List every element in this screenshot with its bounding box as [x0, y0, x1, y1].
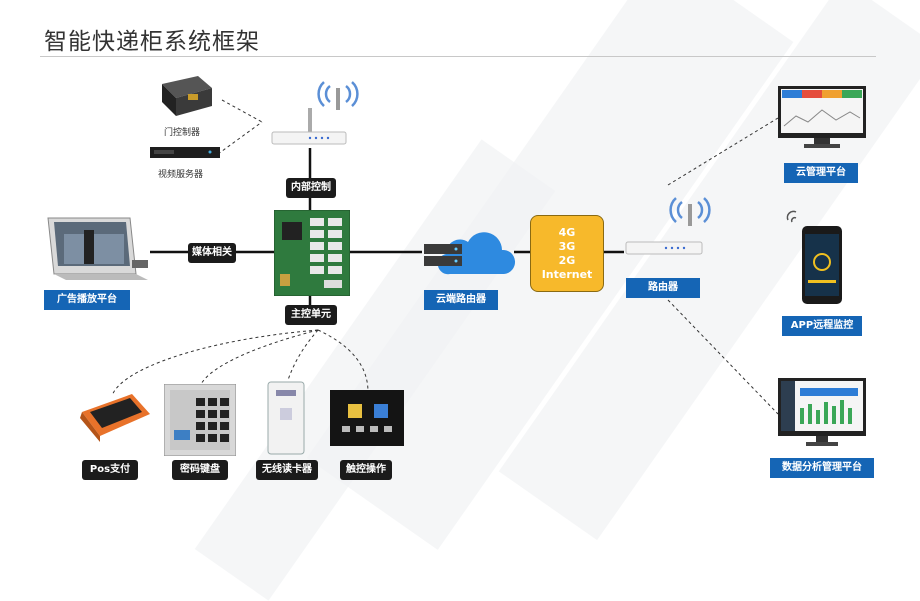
router-label: 路由器	[626, 278, 700, 298]
network-4g: 4G	[558, 225, 576, 239]
cloud-platform-label: 云管理平台	[784, 163, 858, 183]
data-monitor-icon	[778, 378, 866, 446]
pos-label: Pos支付	[82, 460, 138, 480]
video-server-label: 视频服务器	[158, 170, 204, 180]
title-divider	[40, 56, 876, 57]
wifi-icon	[317, 81, 359, 110]
network-3g: 3G	[558, 239, 576, 253]
keypad-label: 密码键盘	[172, 460, 228, 480]
main-control-label: 主控单元	[285, 305, 337, 325]
door-controller-icon	[162, 76, 212, 116]
cloud-router-label: 云端路由器	[424, 290, 498, 310]
card-reader-label: 无线读卡器	[256, 460, 318, 480]
circuit-board-icon	[274, 210, 350, 296]
data-platform-label: 数据分析管理平台	[770, 458, 874, 478]
pos-terminal-icon	[80, 394, 150, 442]
monitor-icon	[778, 86, 866, 148]
touch-label: 触控操作	[340, 460, 392, 480]
door-controller-label: 门控制器	[164, 128, 201, 138]
tablet-icon	[47, 217, 148, 280]
app-monitor-label: APP远程监控	[782, 316, 862, 336]
ad-platform-label: 广告播放平台	[44, 290, 130, 310]
internal-control-label: 内部控制	[286, 178, 336, 198]
cloud-icon	[424, 232, 516, 275]
router-icon	[271, 108, 347, 145]
video-server-icon	[150, 147, 220, 158]
card-reader-icon	[267, 381, 305, 455]
network-internet: Internet	[541, 267, 593, 281]
media-label: 媒体相关	[188, 243, 236, 263]
router-icon-right	[625, 241, 703, 255]
wifi-icon-right	[669, 197, 711, 226]
network-box: 4G 3G 2G Internet	[530, 215, 604, 292]
network-2g: 2G	[558, 253, 576, 267]
page-title: 智能快递柜系统框架	[44, 29, 260, 55]
touch-panel-icon	[330, 390, 404, 446]
phone-icon	[786, 210, 842, 304]
keypad-icon	[164, 384, 236, 456]
